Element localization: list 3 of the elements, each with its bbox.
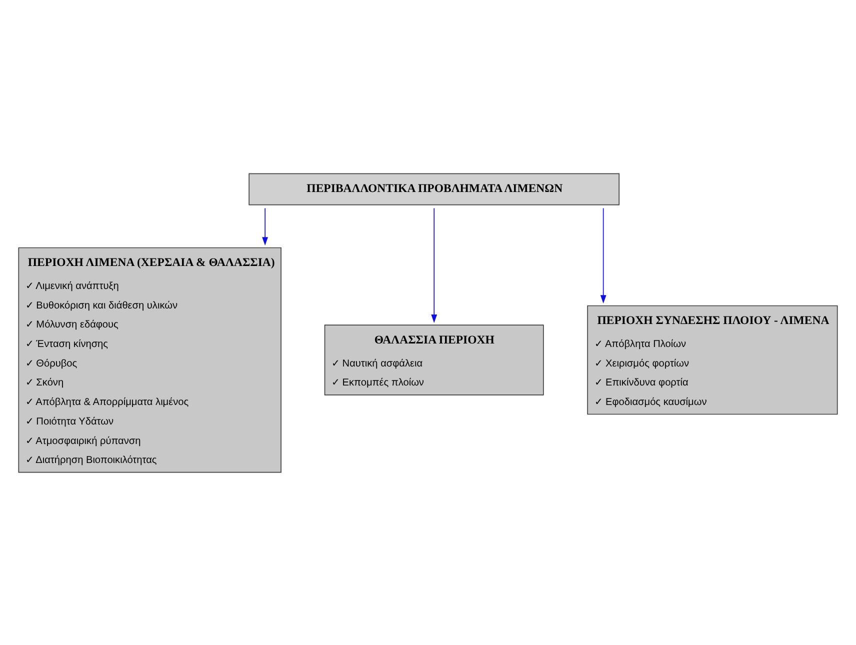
- arrow: [600, 207, 606, 304]
- arrow: [431, 207, 438, 322]
- arrow: [262, 207, 268, 246]
